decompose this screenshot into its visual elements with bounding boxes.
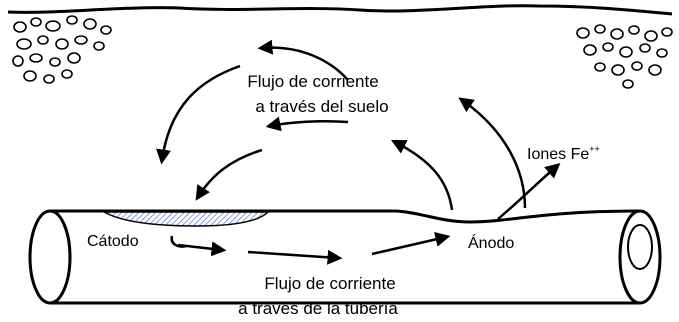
cathode-deposit xyxy=(101,211,270,227)
ground-surface-line xyxy=(7,4,673,16)
pipe-left-end xyxy=(28,209,72,305)
pipe-arrow-2 xyxy=(247,249,343,265)
ions-label: Iones Fe++ xyxy=(527,144,600,163)
pipe-flow-label-line2: a través de la tubería xyxy=(238,299,398,318)
soil-arrow-middle xyxy=(265,116,349,132)
pipe-flow-label-line1: Flujo de corriente xyxy=(264,274,395,293)
soil-arrow-left-outer xyxy=(156,64,241,165)
soil-flow-label-line1: Flujo de corriente xyxy=(247,72,378,91)
soil-current-arrows xyxy=(156,39,561,220)
soil-arrow-top xyxy=(257,39,349,81)
ions-charge-superscript: ++ xyxy=(589,144,600,154)
soil-flow-label-line2: a través del suelo xyxy=(255,97,388,116)
pipe-top-wall xyxy=(50,209,641,224)
pipe-right-inner-ring xyxy=(627,224,653,270)
soil-arrow-right-outer xyxy=(458,97,527,209)
soil-rocks-left xyxy=(12,15,112,84)
pipe-arrow-3 xyxy=(371,232,451,256)
pipe-arrow-1 xyxy=(177,241,227,257)
ion-arrow xyxy=(497,163,561,220)
soil-arrow-left-inner xyxy=(195,148,263,201)
soil-arrow-right-inner xyxy=(390,139,454,211)
cathode-label: Cátodo xyxy=(87,233,139,250)
anode-label: Ánodo xyxy=(468,233,514,252)
pipe-current-arrows xyxy=(170,232,451,265)
pipe-right-end xyxy=(618,209,662,305)
soil-rocks-right xyxy=(576,24,673,89)
ions-label-text: Iones Fe xyxy=(527,146,589,163)
pipe xyxy=(28,209,662,305)
